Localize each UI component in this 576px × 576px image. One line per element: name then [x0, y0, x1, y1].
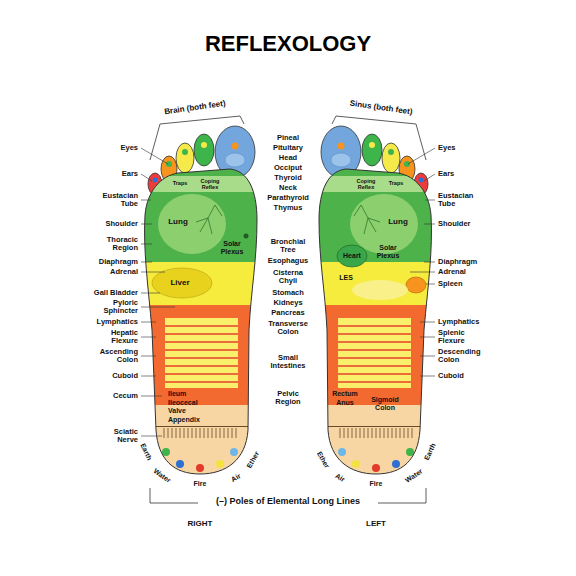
plexus-dot: [244, 234, 249, 239]
organ-label: Lung: [388, 218, 408, 227]
organ-label: Ether: [315, 450, 331, 469]
organ-label: Earth: [139, 442, 154, 461]
organ-label: Eustacian Tube: [438, 192, 488, 209]
organ-label: Gall Bladder: [94, 289, 138, 297]
organ-label: Water: [404, 467, 424, 484]
heart-shape: [337, 245, 367, 267]
organ-label: Brain (both feet): [164, 100, 226, 117]
organ-label: Cuboid: [112, 372, 138, 380]
organ-label: Neck: [279, 184, 297, 192]
organ-label: Traps: [173, 180, 188, 186]
organ-label: Solar Plexus: [216, 240, 248, 255]
organ-label: Eyes: [438, 144, 456, 152]
organ-label: Coping Reflex: [354, 178, 378, 190]
organ-label: Heart: [343, 252, 361, 260]
organ-label: Air: [230, 472, 242, 484]
organ-label: Kidneys: [273, 299, 302, 307]
organ-label: Occiput: [274, 164, 302, 172]
organ-label: Thymus: [274, 204, 303, 212]
organ-label: Ears: [438, 170, 454, 178]
organ-label: Parathyroid: [267, 194, 309, 202]
organ-label: Coping Reflex: [198, 178, 222, 190]
organ-label: Spleen: [438, 280, 463, 288]
organ-label: Fire: [370, 480, 383, 488]
organ-label: Lymphatics: [438, 318, 479, 326]
organ-label: Adrenal: [438, 268, 466, 276]
organ-label: Solar Plexus: [372, 244, 404, 259]
organ-label: Ether: [245, 450, 261, 469]
organ-label: Transverse Colon: [264, 320, 312, 337]
organ-label: Traps: [389, 180, 404, 186]
organ-label: Cuboid: [438, 372, 464, 380]
organ-label: Diaphragm: [438, 258, 477, 266]
organ-label: Hepatic Flexure: [90, 329, 138, 346]
organ-label: Rectum: [332, 390, 358, 398]
organ-label: Earth: [423, 442, 438, 461]
organ-label: Cisterna Chyli: [265, 269, 311, 286]
right-foot: [130, 126, 270, 485]
organ-label: Esophagus: [268, 257, 308, 265]
organ-label: Pyloric Sphincter: [90, 299, 138, 316]
organ-label: Small Intestines: [264, 354, 312, 371]
organ-label: Descending Colon: [438, 348, 486, 365]
organ-label: Splenic Flexure: [438, 329, 486, 346]
organ-label: Lung: [168, 218, 188, 227]
organ-label: Pancreas: [271, 309, 304, 317]
organ-label: Appendix: [168, 416, 200, 424]
bracket: [332, 116, 426, 160]
organ-label: RIGHT: [188, 520, 213, 529]
chart-title: REFLEXOLOGY: [0, 32, 576, 56]
organ-label: Anus: [336, 399, 354, 407]
organ-label: Ileocecal Valve: [168, 399, 208, 414]
organ-label: Thyroid: [274, 174, 302, 182]
organ-label: Shoulder: [438, 220, 471, 228]
organ-label: (–) Poles of Elemental Long Lines: [216, 497, 360, 507]
organ-label: Water: [152, 467, 172, 484]
organ-label: Pelvic Region: [265, 390, 311, 407]
bracket: [150, 116, 244, 160]
organ-label: Sinus (both feet): [349, 100, 413, 117]
organ-label: Liver: [170, 279, 189, 288]
organ-label: Thoracic Region: [90, 236, 138, 253]
organ-label: Adrenal: [110, 268, 138, 276]
stomach-shape: [352, 280, 408, 300]
organ-label: Bronchial Tree: [264, 238, 312, 255]
organ-label: Diaphragm: [99, 258, 138, 266]
organ-label: Ileum: [168, 390, 186, 398]
organ-label: LEFT: [366, 520, 386, 529]
organ-label: Ascending Colon: [90, 348, 138, 365]
organ-label: Sciatic Nerve: [93, 428, 138, 445]
organ-label: Eustacian Tube: [88, 192, 138, 209]
organ-label: Sigmoid Colon: [368, 396, 402, 411]
organ-label: Lymphatics: [97, 318, 138, 326]
organ-label: Cecum: [113, 392, 138, 400]
organ-label: Fire: [194, 480, 207, 488]
organ-label: Shoulder: [105, 220, 138, 228]
organ-label: Pineal: [277, 134, 299, 142]
organ-label: Stomach: [272, 289, 304, 297]
leader-lines: [141, 148, 435, 436]
spleen-shape: [406, 277, 426, 293]
organ-label: Pituitary: [273, 144, 303, 152]
organ-label: Head: [279, 154, 297, 162]
left-foot: [306, 126, 446, 485]
liver-shape: [152, 268, 212, 298]
organ-label: Ears: [122, 170, 138, 178]
organ-label: Air: [334, 472, 346, 484]
organ-label: Eyes: [120, 144, 138, 152]
organ-label: LES: [339, 274, 353, 282]
